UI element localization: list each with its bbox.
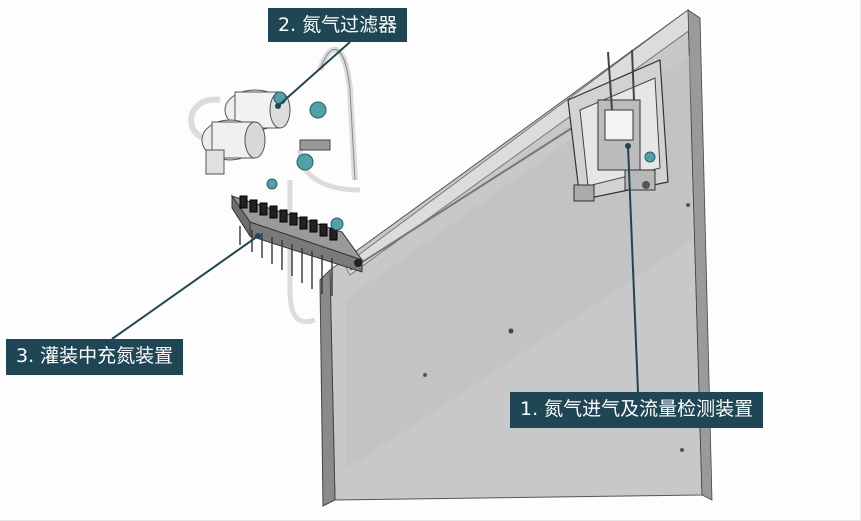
flow-detection-assembly <box>567 49 669 202</box>
mounting-plate-flange <box>319 268 336 507</box>
mounting-hole <box>423 373 427 377</box>
filter-assembly <box>188 46 361 325</box>
callout-line-intake <box>627 145 639 393</box>
callout-end-filter <box>275 103 281 109</box>
mounting-hole <box>508 328 514 334</box>
mounting-hole <box>680 448 684 452</box>
callout-line-filter <box>277 41 351 107</box>
mounting-plate-right-edge <box>687 9 713 501</box>
callout-end-filling <box>255 233 261 239</box>
filling-manifold <box>230 194 364 296</box>
label-filling-nitrogen-device: 3. 灌装中充氮装置 <box>6 339 184 375</box>
support-rod <box>349 109 601 271</box>
callout-end-intake <box>625 143 631 149</box>
callout-line-filling <box>111 235 259 340</box>
mounting-hole <box>686 203 690 207</box>
label-nitrogen-filter: 2. 氮气过滤器 <box>268 8 408 42</box>
label-nitrogen-intake-flow-device: 1. 氮气进气及流量检测装置 <box>510 392 764 428</box>
